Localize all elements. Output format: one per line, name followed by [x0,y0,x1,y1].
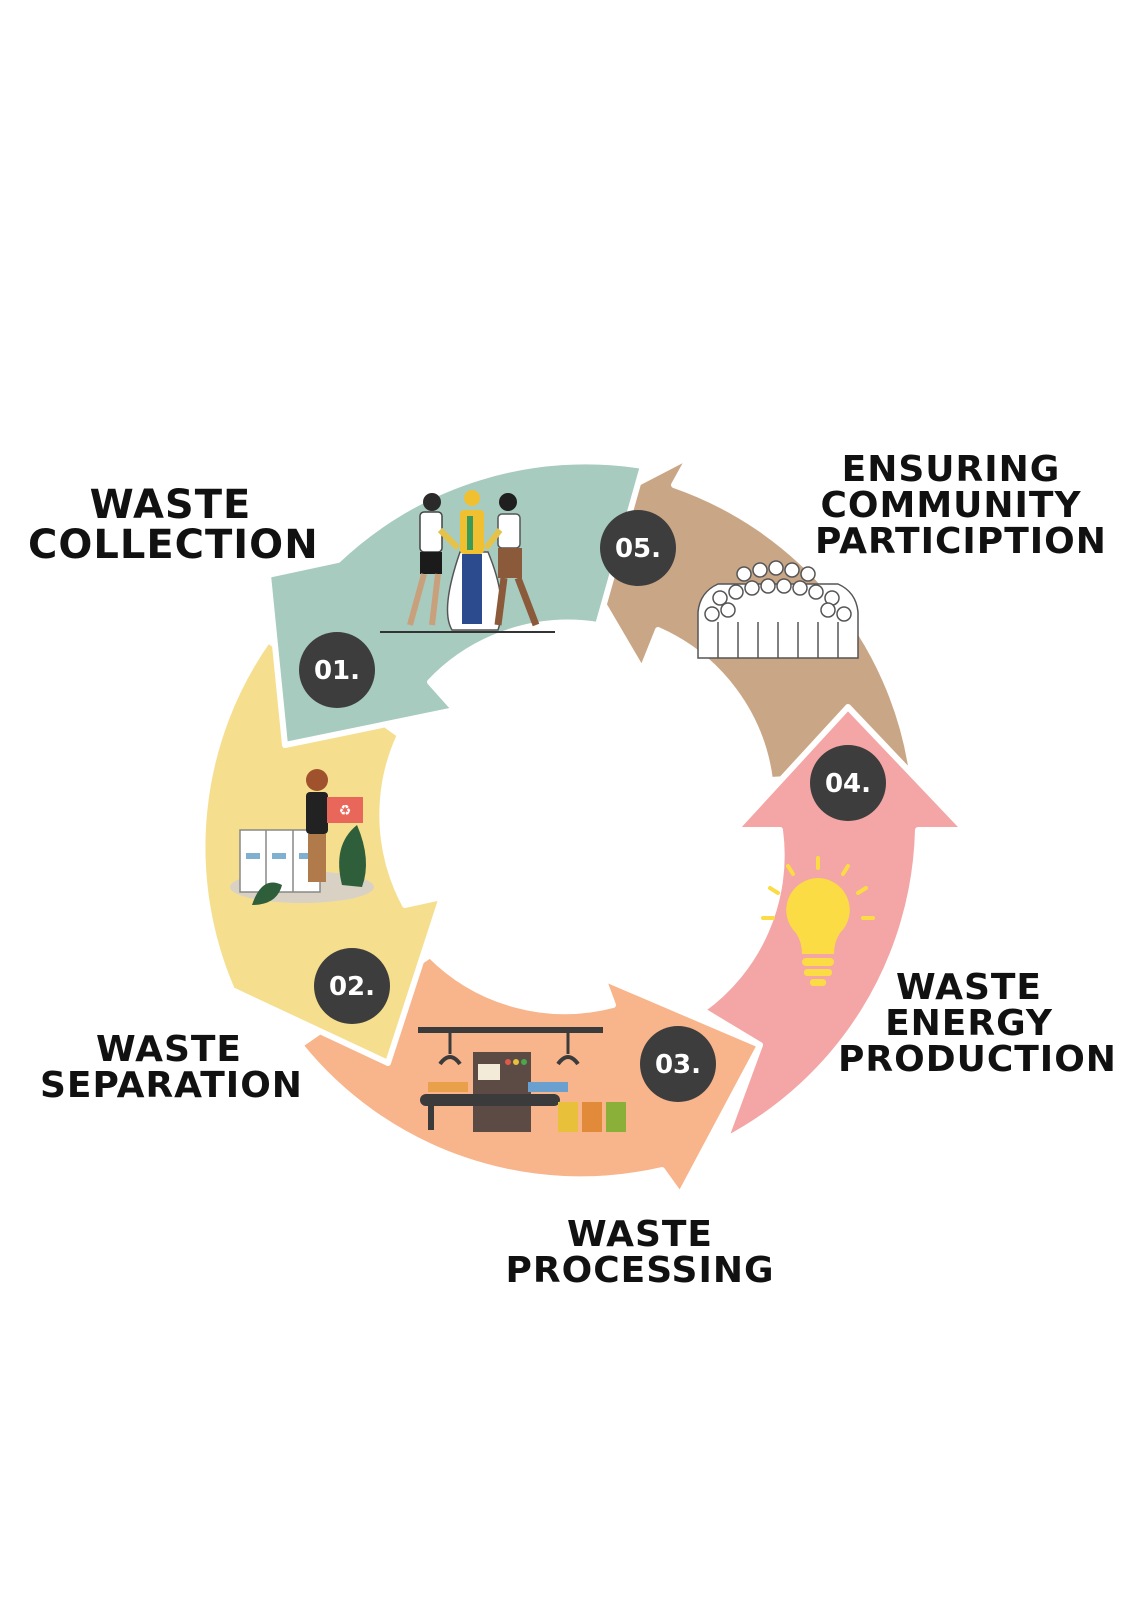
step-number-04: 04. [825,769,871,799]
step-badge-03: 03. [640,1026,716,1102]
step-title-02: WASTE SEPARATION [40,1029,303,1106]
crowd-icon [697,560,859,659]
step-badge-02: 02. [314,948,390,1024]
step-number-02: 02. [329,972,375,1002]
people-collecting-trash-icon [380,490,555,633]
person-sorting-recycling-icon: ♻ [230,769,374,905]
step-title-03: WASTE PROCESSING [505,1214,775,1291]
step-number-03: 03. [655,1050,701,1080]
step-badge-05: 05. [600,510,676,586]
step-title-05: ENSURING COMMUNITY PARTICIPTION [815,449,1107,562]
step-title-04: WASTE ENERGY PRODUCTION [838,967,1117,1080]
processing-machine-icon [418,1027,626,1132]
step-number-01: 01. [314,656,360,686]
step-title-01: WASTE COLLECTION [28,482,319,568]
step-badge-01: 01. [299,632,375,708]
step-badge-04: 04. [810,745,886,821]
step-number-05: 05. [615,534,661,564]
svg-text:♻: ♻ [339,803,352,819]
light-bulb-icon [761,856,875,986]
